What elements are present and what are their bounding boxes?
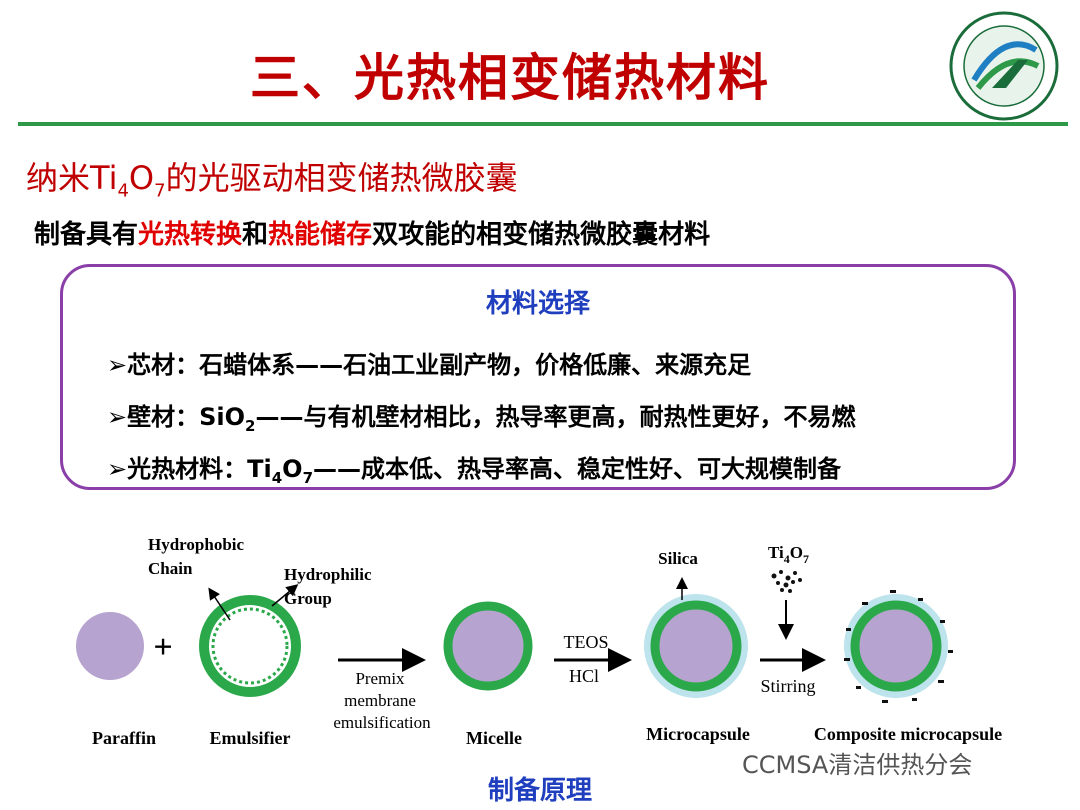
ti4o7-label: Ti4O7 — [768, 543, 809, 566]
microcapsule-label: Microcapsule — [646, 724, 750, 744]
photothermal-material-item: ➢光热材料：Ti4O7——成本低、热导率高、稳定性好、可大规模制备 — [107, 455, 841, 487]
premix-label-line3: emulsification — [333, 713, 431, 732]
lead-statement: 制备具有光热转换和热能储存双攻能的相变储热微胶囊材料 — [34, 220, 711, 250]
wall-material-item: ➢壁材：SiO2——与有机壁材相比，热导率更高，耐热性更好，不易燃 — [107, 403, 856, 435]
institute-logo — [949, 11, 1059, 121]
premix-label-line2: membrane — [344, 691, 416, 710]
paraffin-label: Paraffin — [92, 728, 156, 748]
micelle — [443, 601, 533, 691]
title-divider — [18, 122, 1068, 126]
hydrophilic-label-line1: Hydrophilic — [284, 565, 372, 584]
ti4o7-particles — [771, 570, 802, 593]
hydrophobic-pointer — [208, 587, 231, 621]
plus-sign: + — [153, 629, 172, 666]
silica-label: Silica — [658, 549, 698, 568]
composite-microcapsule — [844, 590, 953, 703]
microcapsule — [644, 594, 748, 698]
wechat-watermark: CCMSA清洁供热分会 — [742, 751, 973, 779]
hydrophobic-label-line1: Hydrophobic — [148, 535, 245, 554]
material-selection-box: 材料选择 ➢芯材：石蜡体系——石油工业副产物，价格低廉、来源充足 ➢壁材：SiO… — [60, 264, 1016, 490]
preparation-diagram: + Hydrophobic Chain Hydrophilic Group Pr… — [76, 535, 1002, 748]
core-material-item: ➢芯材：石蜡体系——石油工业副产物，价格低廉、来源充足 — [107, 351, 752, 379]
figure-caption: 制备原理 — [487, 776, 592, 806]
composite-label: Composite microcapsule — [814, 724, 1002, 744]
paraffin-droplet — [76, 612, 144, 680]
stirring-label: Stirring — [760, 676, 815, 696]
micelle-label: Micelle — [466, 728, 522, 748]
emulsifier-label: Emulsifier — [210, 728, 291, 748]
section-subtitle: 纳米Ti4O7的光驱动相变储热微胶囊 — [26, 159, 518, 202]
emulsifier-shell — [199, 595, 301, 697]
teos-label: TEOS — [564, 632, 609, 652]
page-title: 三、光热相变储热材料 — [250, 49, 770, 107]
hydrophilic-label-line2: Group — [284, 589, 332, 608]
hydrophilic-pointer — [271, 584, 299, 607]
premix-label-line1: Premix — [355, 669, 405, 688]
hcl-label: HCl — [569, 666, 599, 686]
box-title: 材料选择 — [485, 289, 590, 319]
hydrophobic-label-line2: Chain — [148, 559, 193, 578]
